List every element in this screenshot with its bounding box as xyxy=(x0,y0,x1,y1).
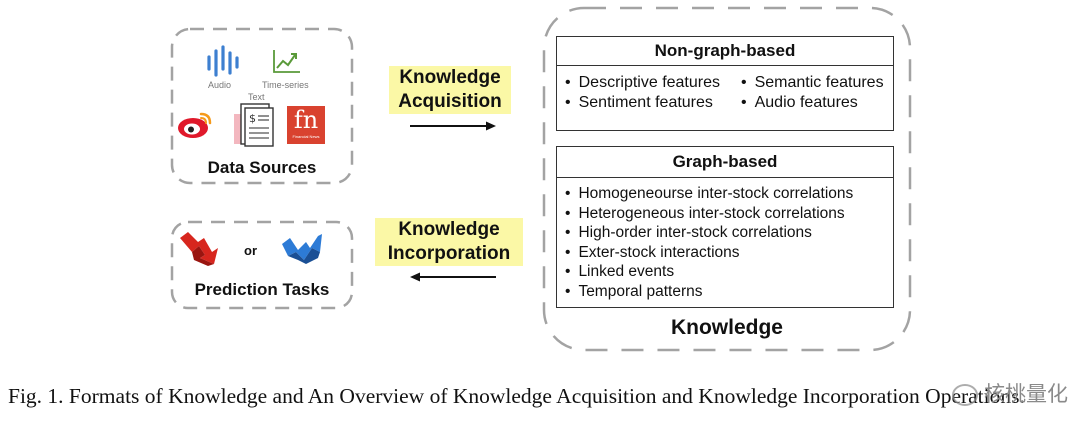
fn-logo-text: fn xyxy=(293,106,319,134)
acquisition-arrow xyxy=(410,121,496,131)
incorporation-line1: Knowledge xyxy=(375,218,523,242)
text-document-icon: $ xyxy=(234,103,274,147)
knowledge-title: Knowledge xyxy=(670,316,783,339)
graph-box: Graph-based Homogeneourse inter-stock co… xyxy=(556,146,894,308)
text-label: Text xyxy=(248,92,265,102)
financial-news-logo: fn Financial News xyxy=(287,106,325,144)
weibo-icon xyxy=(178,112,212,138)
or-label: or xyxy=(244,243,257,258)
list-item: High-order inter-stock correlations xyxy=(565,223,893,243)
prediction-tasks-frame xyxy=(170,220,354,310)
prediction-tasks-title: Prediction Tasks xyxy=(194,280,330,299)
graph-list: Homogeneourse inter-stock correlations H… xyxy=(557,178,893,302)
list-item: Audio features xyxy=(741,94,893,112)
fn-subtext: Financial News xyxy=(292,134,320,139)
audio-icon xyxy=(207,45,239,77)
data-sources-title: Data Sources xyxy=(207,158,317,177)
knowledge-acquisition-label: Knowledge Acquisition xyxy=(389,66,511,114)
list-item: Linked events xyxy=(565,262,893,282)
graph-title: Graph-based xyxy=(672,152,778,171)
list-item: Descriptive features xyxy=(565,74,741,92)
list-item: Sentiment features xyxy=(565,94,741,112)
svg-text:$: $ xyxy=(249,112,256,125)
list-item: Homogeneourse inter-stock correlations xyxy=(565,184,893,204)
figure-caption: Fig. 1. Formats of Knowledge and An Over… xyxy=(8,384,1025,408)
down-trend-icon xyxy=(180,232,218,266)
list-item: Heterogeneous inter-stock correlations xyxy=(565,204,893,224)
incorporation-arrow xyxy=(410,272,496,282)
acquisition-line1: Knowledge xyxy=(389,66,511,90)
watermark-text: 核桃量化 xyxy=(984,383,1068,406)
knowledge-frame xyxy=(542,6,912,352)
list-item: Exter-stock interactions xyxy=(565,243,893,263)
wechat-icon xyxy=(952,384,978,407)
data-sources-frame xyxy=(170,27,354,185)
non-graph-box: Non-graph-based Descriptive features Sem… xyxy=(556,36,894,131)
incorporation-line2: Incorporation xyxy=(375,242,523,266)
acquisition-line2: Acquisition xyxy=(389,90,511,114)
timeseries-icon xyxy=(273,50,300,73)
watermark: 核桃量化 xyxy=(952,378,1068,408)
timeseries-label: Time-series xyxy=(262,80,309,90)
knowledge-incorporation-label: Knowledge Incorporation xyxy=(375,218,523,266)
non-graph-title: Non-graph-based xyxy=(654,41,796,60)
non-graph-list: Descriptive features Semantic features S… xyxy=(557,66,893,112)
list-item: Semantic features xyxy=(741,74,893,92)
audio-label: Audio xyxy=(208,80,232,90)
up-trend-icon xyxy=(282,234,322,264)
list-item: Temporal patterns xyxy=(565,282,893,302)
